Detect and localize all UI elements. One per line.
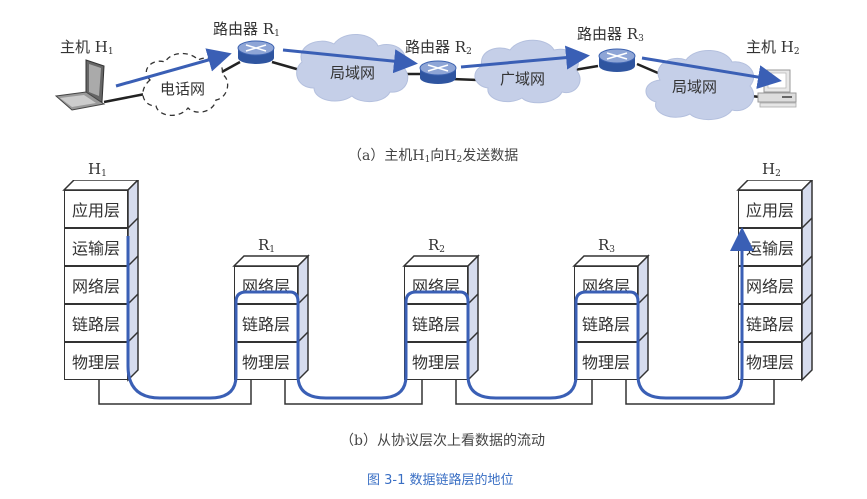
router1-icon	[237, 40, 275, 64]
data-flow-path	[126, 227, 754, 400]
stack-side-divider	[127, 293, 139, 305]
caption-a: （a）主机H1向H2发送数据	[348, 148, 519, 165]
caption-b: （b）从协议层次上看数据的流动	[340, 433, 545, 449]
stack-side-divider	[297, 293, 309, 305]
stack-title: H1	[88, 160, 107, 179]
link-r3-lan2	[636, 62, 659, 75]
stack-side-divider	[637, 331, 649, 343]
stack-side-divider	[637, 293, 649, 305]
protocol-layer-cell: 网络层	[738, 266, 802, 304]
laptop-icon	[54, 59, 106, 111]
stack-side-divider	[467, 331, 479, 343]
physical-link-h1-r1	[98, 380, 252, 405]
router3-label: 路由器 R3	[577, 25, 644, 44]
link-r2-wan	[451, 77, 479, 82]
router1-label: 路由器 R1	[213, 20, 280, 39]
stack-side-divider	[801, 293, 813, 305]
protocol-layer-cell: 物理层	[234, 342, 298, 380]
link-h1-phone	[103, 92, 146, 104]
protocol-layer-cell: 物理层	[64, 342, 128, 380]
stack-side-face	[801, 180, 813, 382]
link-r1-lan1	[271, 60, 301, 72]
protocol-layer-cell: 网络层	[64, 266, 128, 304]
protocol-layer-cell: 运输层	[64, 228, 128, 266]
protocol-layer-cell: 物理层	[738, 342, 802, 380]
wan-label: 广域网	[500, 70, 546, 88]
wan-cloud	[474, 39, 581, 104]
flow-arrow-r1-r2	[282, 48, 418, 74]
stack-side-divider	[801, 331, 813, 343]
stack-side-divider	[127, 217, 139, 229]
stack-side-divider	[801, 217, 813, 229]
stack-title: R2	[428, 236, 446, 255]
stack-side-divider	[297, 331, 309, 343]
lan2-label: 局域网	[672, 78, 718, 96]
physical-link-r2-r3	[455, 380, 593, 405]
protocol-layer-cell: 物理层	[574, 342, 638, 380]
lan2-cloud	[645, 50, 755, 120]
stack-title: R1	[258, 236, 276, 255]
phone-network-label: 电话网	[160, 80, 206, 98]
stack-side-divider	[467, 293, 479, 305]
figure-title: 图 3-1 数据链路层的地位	[367, 473, 514, 488]
protocol-layer-cell: 链路层	[738, 304, 802, 342]
flow-arrow-h1-r1	[115, 48, 232, 88]
flow-arrow-r3-h2	[641, 56, 782, 89]
host2-label: 主机 H2	[746, 38, 800, 57]
stack-side-divider	[127, 255, 139, 267]
network-diagram	[54, 34, 797, 120]
protocol-layer-cell: 链路层	[234, 304, 298, 342]
router3-icon	[598, 48, 636, 72]
flow-arrow-r2-r3	[460, 45, 590, 70]
physical-link-r1-r2	[284, 380, 423, 405]
physical-link-r3-h2	[625, 380, 775, 405]
lan1-label: 局域网	[330, 64, 376, 82]
protocol-layer-cell: 应用层	[64, 190, 128, 228]
desktop-computer-icon	[757, 69, 797, 108]
protocol-layer-cell: 应用层	[738, 190, 802, 228]
protocol-layer-cell: 链路层	[574, 304, 638, 342]
stack-title: H2	[762, 160, 781, 179]
router2-icon	[419, 60, 457, 84]
stack-side-divider	[127, 331, 139, 343]
router2-label: 路由器 R2	[405, 38, 472, 57]
protocol-layer-cell: 链路层	[64, 304, 128, 342]
lan1-cloud	[296, 34, 409, 102]
protocol-layer-cell: 链路层	[404, 304, 468, 342]
stack-side-divider	[801, 255, 813, 267]
stack-title: R3	[598, 236, 616, 255]
host1-label: 主机 H1	[60, 38, 114, 57]
